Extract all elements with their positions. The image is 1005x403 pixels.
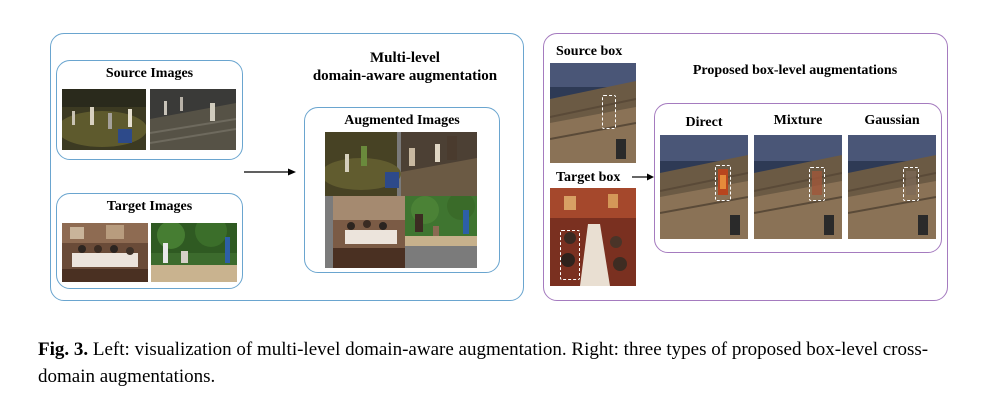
proposed-title: Proposed box-level augmentations: [692, 63, 898, 78]
target-image-1: [62, 223, 148, 282]
figure-label: Fig. 3.: [38, 339, 89, 360]
target-image-2: [151, 223, 237, 282]
direct-result-image: [660, 135, 748, 239]
augmented-images-title: Augmented Images: [344, 113, 460, 128]
target-box-image: [550, 188, 636, 286]
method-gaussian-label: Gaussian: [864, 113, 920, 128]
augmented-image-1: [325, 132, 477, 196]
left-panel: [50, 33, 524, 301]
method-title-line1: Multi-level: [370, 50, 440, 66]
flow-arrow-right: [632, 172, 654, 182]
augmentations-group: [654, 103, 942, 253]
target-images-title: Target Images: [106, 199, 193, 214]
source-images-title: Source Images: [105, 66, 194, 81]
source-image-2: [150, 89, 236, 150]
direct-bbox: [715, 165, 731, 201]
target-box-label: Target box: [556, 170, 621, 185]
caption-text: Left: visualization of multi-level domai…: [38, 339, 929, 387]
method-direct-label: Direct: [685, 115, 723, 130]
source-image-1: [62, 89, 146, 150]
source-box-image: [550, 63, 636, 163]
method-title-line2: domain-aware augmentation: [312, 68, 498, 84]
mixture-result-image: [754, 135, 842, 239]
augmented-images-group: [304, 107, 500, 273]
flow-arrow-left: [244, 166, 296, 178]
gaussian-result-image: [848, 135, 936, 239]
source-images-group: [56, 60, 243, 160]
figure-caption: Fig. 3. Left: visualization of multi-lev…: [38, 336, 978, 390]
method-mixture-label: Mixture: [773, 113, 823, 128]
augmented-image-2: [325, 196, 477, 268]
gaussian-bbox: [903, 167, 919, 201]
source-box-label: Source box: [556, 44, 623, 59]
mixture-bbox: [809, 167, 825, 201]
source-bbox: [602, 95, 616, 129]
right-panel: [543, 33, 948, 301]
target-images-group: [56, 193, 243, 289]
target-bbox: [560, 230, 580, 280]
